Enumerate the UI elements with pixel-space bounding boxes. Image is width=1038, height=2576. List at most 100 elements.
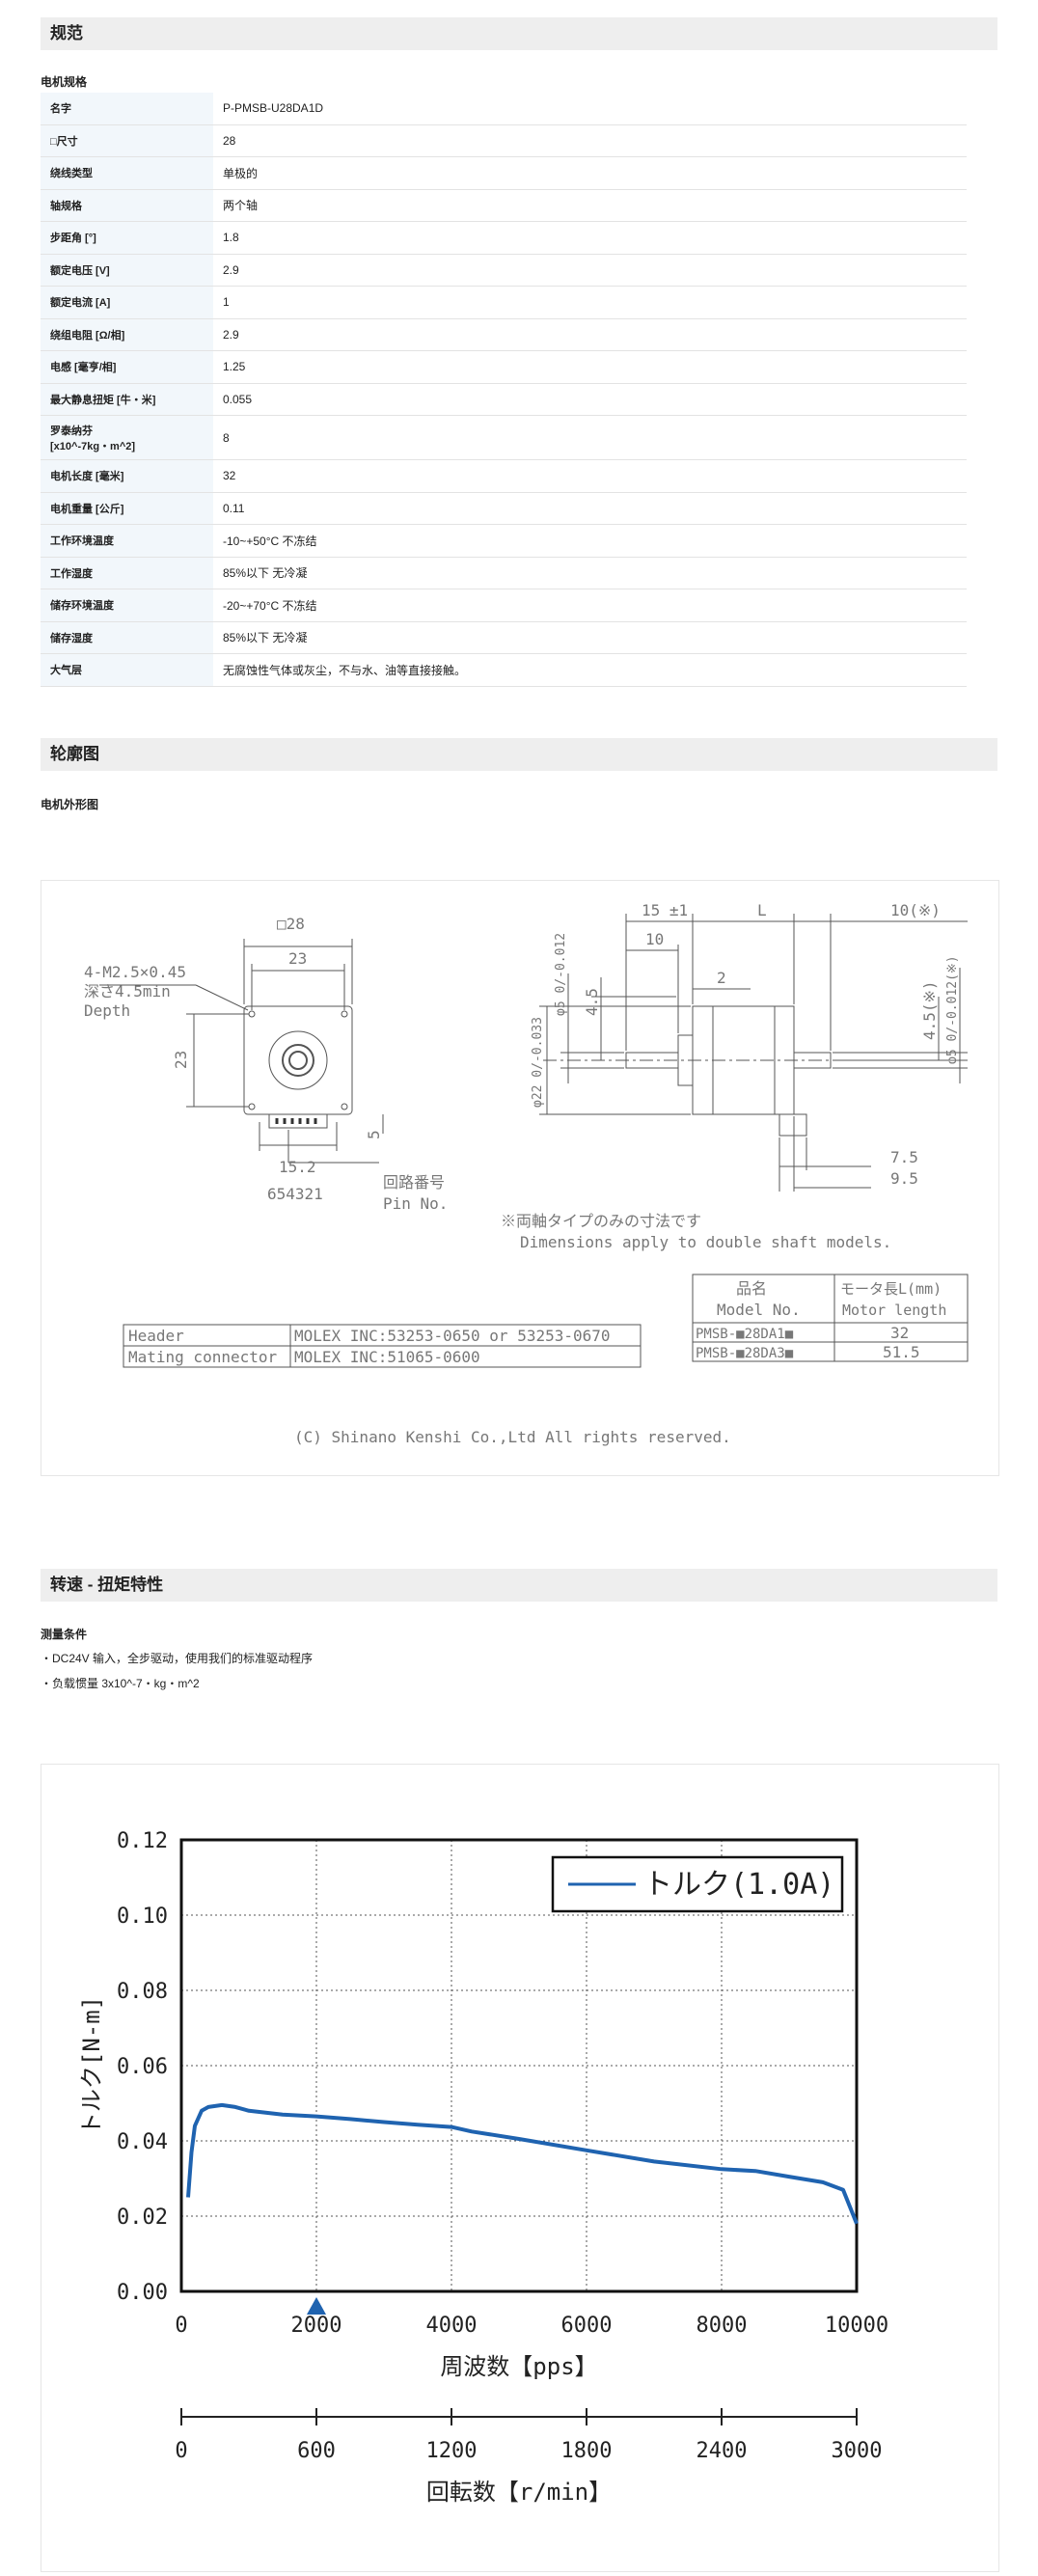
dim-7-5: 7.5: [890, 1148, 918, 1166]
condition-line-2: ・负载惯量 3x10^-7・kg・m^2: [41, 1677, 200, 1690]
spec-key: 大气层: [41, 653, 213, 687]
y-tick-label: 0.00: [117, 2281, 168, 2305]
secondary-tick-label: 3000: [832, 2439, 883, 2463]
dim-15-2: 15.2: [279, 1158, 316, 1176]
note-en: Dimensions apply to double shaft models.: [520, 1233, 891, 1251]
spec-value: 0.11: [213, 492, 967, 525]
screw-hole-1: [248, 1010, 256, 1018]
length-head-en: Motor length: [842, 1302, 946, 1319]
x-tick-label: 6000: [561, 2314, 613, 2338]
pin-sequence: 654321: [267, 1185, 323, 1203]
screw-label-2: 深さ4.5min: [84, 982, 171, 1000]
spec-key: □尺寸: [41, 124, 213, 157]
spec-key: 绕线类型: [41, 156, 213, 190]
dim-phi5: φ5 0/-0.012: [554, 933, 568, 1016]
spec-value: 8: [213, 415, 967, 460]
spec-value: 无腐蚀性气体或灰尘，不与水、油等直接接触。: [213, 653, 967, 687]
dim-5: 5: [365, 1130, 383, 1139]
spec-value: -20~+70°C 不冻结: [213, 589, 967, 622]
outline-subtitle: 电机外形图: [41, 798, 99, 811]
screw-hole-3: [248, 1103, 256, 1110]
spec-value: 2.9: [213, 254, 967, 287]
copyright-text: (C) Shinano Kenshi Co.,Ltd All rights re…: [294, 1428, 731, 1446]
spec-key: 工作湿度: [41, 557, 213, 589]
outline-drawing-frame: □28 23 23 4-M2.5×0.45 深さ4.5min Depth 5 1…: [41, 880, 999, 1476]
dim-23-top: 23: [288, 949, 307, 968]
spec-row: 大气层无腐蚀性气体或灰尘，不与水、油等直接接触。: [41, 653, 967, 687]
secondary-tick-label: 0: [175, 2439, 187, 2463]
dim-23-left: 23: [172, 1051, 190, 1069]
spec-row: 绕组电阻 [Ω/相]2.9: [41, 318, 967, 351]
model-row-2-length: 51.5: [883, 1343, 920, 1361]
condition-line-1: ・DC24V 输入，全步驱动，使用我们的标准驱动程序: [41, 1652, 314, 1665]
spec-row: 罗泰纳芬 [x10^-7kg・m^2]8: [41, 415, 967, 460]
spec-row: 工作环境温度-10~+50°C 不冻结: [41, 524, 967, 558]
spec-value: 2.9: [213, 318, 967, 351]
spec-value: P-PMSB-U28DA1D: [213, 93, 967, 125]
secondary-tick-label: 600: [297, 2439, 336, 2463]
y-tick-label: 0.02: [117, 2206, 168, 2230]
connector-row-2-label: Mating connector: [128, 1348, 277, 1366]
connector-row-1-value: MOLEX INC:53253-0650 or 53253-0670: [294, 1327, 611, 1345]
spec-row: 储存环境温度-20~+70°C 不冻结: [41, 589, 967, 622]
spec-value: 0.055: [213, 383, 967, 416]
pin-label-jp: 回路番号: [383, 1173, 445, 1192]
motor-shaft: [282, 1044, 314, 1077]
connector-outline: [268, 1113, 328, 1129]
spec-key: 储存环境温度: [41, 589, 213, 622]
spec-key: 工作环境温度: [41, 524, 213, 558]
spec-key: 最大静息扭矩 [牛・米]: [41, 383, 213, 416]
y-tick-label: 0.12: [117, 1829, 168, 1853]
dim-10-star: 10(※): [890, 901, 941, 919]
spec-key: 轴规格: [41, 189, 213, 222]
dim-square: □28: [277, 915, 305, 933]
spec-value: 1.8: [213, 221, 967, 255]
dim-phi5-star: φ5 0/-0.012(※): [945, 955, 960, 1064]
spec-value: 28: [213, 124, 967, 157]
outline-drawing: □28 23 23 4-M2.5×0.45 深さ4.5min Depth 5 1…: [84, 901, 969, 1446]
torque-section-title: 转速 - 扭矩特性: [41, 1569, 997, 1602]
connector-row-1-label: Header: [128, 1327, 184, 1345]
spec-row: 额定电压 [V]2.9: [41, 254, 967, 287]
spec-value: 32: [213, 459, 967, 493]
spec-key: 名字: [41, 93, 213, 125]
dim-2: 2: [717, 969, 726, 987]
spec-row: 步距角 [°]1.8: [41, 221, 967, 255]
model-row-1-name: PMSB-■28DA1■: [696, 1327, 794, 1342]
torque-series-line: [186, 2102, 859, 2225]
dim-9-5: 9.5: [890, 1169, 918, 1188]
spec-key: 绕组电阻 [Ω/相]: [41, 318, 213, 351]
spec-row: 电感 [毫亨/相]1.25: [41, 350, 967, 384]
spec-value: 85%以下 无冷凝: [213, 557, 967, 589]
x-tick-label: 10000: [825, 2314, 888, 2338]
screw-label-3: Depth: [84, 1001, 130, 1020]
x-axis-title: 周波数【pps】: [440, 2353, 597, 2380]
spec-value: 1: [213, 286, 967, 319]
spec-row: 额定电流 [A]1: [41, 286, 967, 319]
model-head-jp: 品名: [736, 1279, 767, 1298]
plot-area-border: [179, 1838, 859, 2293]
x-tick-label: 4000: [426, 2314, 478, 2338]
spec-row: 最大静息扭矩 [牛・米]0.055: [41, 383, 967, 416]
dim-phi22: φ22 0/-0.033: [531, 1017, 545, 1108]
dim-4-5-star: 4.5(※): [920, 980, 939, 1040]
y-tick-label: 0.08: [117, 1980, 168, 2004]
spec-key: 电机重量 [公斤]: [41, 492, 213, 525]
secondary-tick-label: 1200: [426, 2439, 478, 2463]
connector-side: [778, 1113, 807, 1137]
y-tick-label: 0.10: [117, 1905, 168, 1929]
dim-L: L: [757, 901, 767, 919]
x-tick-label: 8000: [697, 2314, 748, 2338]
y-tick-label: 0.04: [117, 2130, 168, 2154]
motor-front-body: [243, 1005, 353, 1115]
spec-key: 罗泰纳芬 [x10^-7kg・m^2]: [41, 415, 213, 460]
connector-pins: [275, 1118, 317, 1124]
x-tick-label: 0: [175, 2314, 187, 2338]
spec-row: 电机重量 [公斤]0.11: [41, 492, 967, 525]
spec-value: -10~+50°C 不冻结: [213, 524, 967, 558]
